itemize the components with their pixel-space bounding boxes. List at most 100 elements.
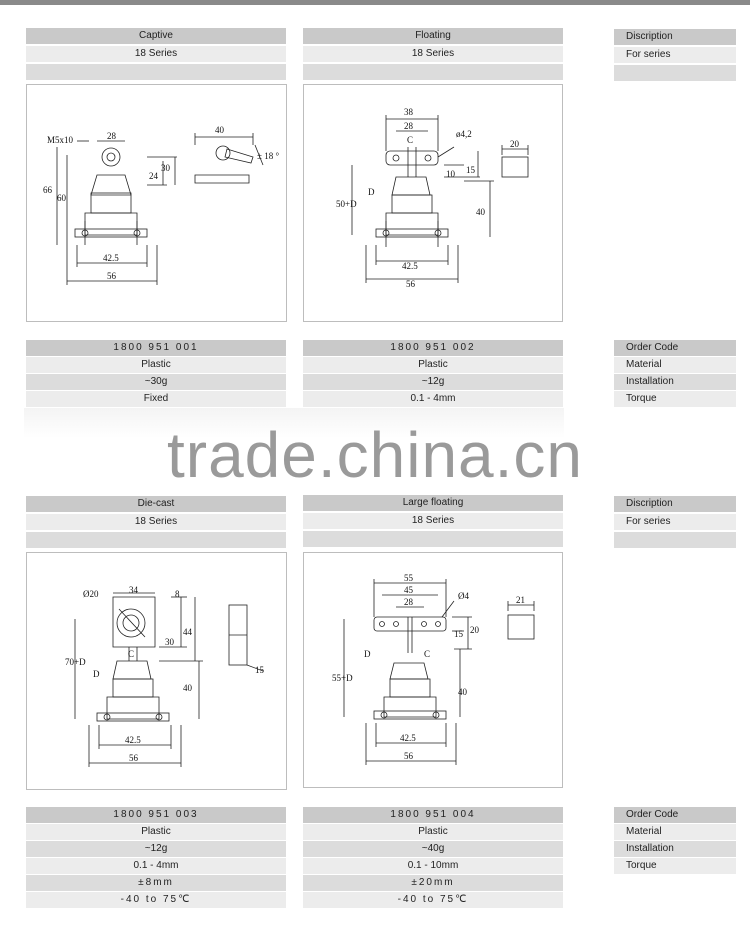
- desc-blank-bottom: [614, 532, 736, 548]
- header-captive-blank: [26, 64, 286, 80]
- label-order-code: Order Code: [614, 340, 736, 356]
- floating-28: 28: [404, 121, 414, 131]
- large-floating-drawing-svg: 55 45 28 Ø4 15 20 D C 55+D 40 42.5 56 21: [332, 573, 535, 765]
- spec-installation-4: ~40g: [303, 841, 563, 857]
- diecast-side15: 15: [255, 665, 265, 675]
- drawing-large-floating: 55 45 28 Ø4 15 20 D C 55+D 40 42.5 56 21: [303, 552, 563, 788]
- diecast-drawing-svg: Ø20 34 8 30 44 C 70+D D 40 42.5 56 15: [65, 585, 265, 767]
- label-torque: Torque: [614, 391, 736, 407]
- header-floating-blank: [303, 64, 563, 80]
- diecast-phi: Ø20: [83, 589, 99, 599]
- large-55D: 55+D: [332, 673, 353, 683]
- spec-order-code-3: 1800 951 003: [26, 807, 286, 823]
- spec-order-code-1: 1800 951 001: [26, 340, 286, 356]
- floating-side20: 20: [510, 139, 520, 149]
- header-large-blank: [303, 531, 563, 547]
- captive-42: 42.5: [103, 253, 119, 263]
- spec-material-3: Plastic: [26, 824, 286, 840]
- captive-60: 60: [57, 193, 67, 203]
- header-captive-title: Captive: [26, 28, 286, 44]
- floating-40: 40: [476, 207, 486, 217]
- large-phi: Ø4: [458, 591, 469, 601]
- label-installation-bottom: Installation: [614, 841, 736, 857]
- floating-56: 56: [406, 279, 416, 289]
- diecast-c: C: [128, 649, 134, 659]
- large-D: D: [364, 649, 371, 659]
- label-torque-bottom: Torque: [614, 858, 736, 874]
- spec-torque-4: 0.1 - 10mm: [303, 858, 563, 874]
- header-floating-title: Floating: [303, 28, 563, 44]
- fade-strip: [24, 408, 564, 438]
- captive-angle: ± 18 °: [257, 151, 279, 161]
- label-installation: Installation: [614, 374, 736, 390]
- floating-10: 10: [446, 169, 456, 179]
- floating-15: 15: [466, 165, 476, 175]
- spec-order-code-4: 1800 951 004: [303, 807, 563, 823]
- large-15: 15: [454, 629, 464, 639]
- label-material: Material: [614, 357, 736, 373]
- diecast-D: D: [93, 669, 100, 679]
- spec-material-1: Plastic: [26, 357, 286, 373]
- diecast-56: 56: [129, 753, 139, 763]
- spec-torque-1: Fixed: [26, 391, 286, 407]
- header-captive-series: 18 Series: [26, 46, 286, 62]
- captive-66: 66: [43, 185, 53, 195]
- diecast-70D: 70+D: [65, 657, 86, 667]
- large-56: 56: [404, 751, 414, 761]
- diecast-30: 30: [165, 637, 175, 647]
- diecast-42: 42.5: [125, 735, 141, 745]
- spec-extra2-3: -40 to 75℃: [26, 892, 286, 908]
- drawing-captive: M5x10 28 30 24 66 60 42.5 56 40 ± 18 °: [26, 84, 287, 322]
- floating-D: D: [368, 187, 375, 197]
- large-55: 55: [404, 573, 414, 583]
- header-diecast-blank: [26, 532, 286, 548]
- spec-installation-1: ~30g: [26, 374, 286, 390]
- label-order-code-bottom: Order Code: [614, 807, 736, 823]
- diecast-8: 8: [175, 589, 180, 599]
- large-45: 45: [404, 585, 414, 595]
- header-diecast-title: Die-cast: [26, 496, 286, 512]
- spec-extra1-4: ±20mm: [303, 875, 563, 891]
- spec-extra2-4: -40 to 75℃: [303, 892, 563, 908]
- large-side21: 21: [516, 595, 525, 605]
- floating-42: 42.5: [402, 261, 418, 271]
- captive-30: 30: [161, 163, 171, 173]
- header-large-series: 18 Series: [303, 513, 563, 529]
- diecast-44: 44: [183, 627, 193, 637]
- captive-28: 28: [107, 131, 117, 141]
- label-material-bottom: Material: [614, 824, 736, 840]
- spec-torque-3: 0.1 - 4mm: [26, 858, 286, 874]
- diecast-40: 40: [183, 683, 193, 693]
- desc-blank: [614, 65, 736, 81]
- large-40: 40: [458, 687, 468, 697]
- desc-label-bottom: Discription: [614, 496, 736, 512]
- captive-56: 56: [107, 271, 117, 281]
- top-bar: [0, 0, 750, 5]
- floating-c: C: [407, 135, 413, 145]
- large-42: 42.5: [400, 733, 416, 743]
- header-floating-series: 18 Series: [303, 46, 563, 62]
- drawing-floating: 38 28 ø4,2 C 10 15 D 50+D 40 42.5 56 20: [303, 84, 563, 322]
- large-20: 20: [470, 625, 480, 635]
- for-series-label: For series: [614, 47, 736, 63]
- spec-torque-2: 0.1 - 4mm: [303, 391, 563, 407]
- spec-installation-3: ~12g: [26, 841, 286, 857]
- desc-label: Discription: [614, 29, 736, 45]
- header-large-title: Large floating: [303, 495, 563, 511]
- spec-material-2: Plastic: [303, 357, 563, 373]
- spec-extra1-3: ±8mm: [26, 875, 286, 891]
- floating-50D: 50+D: [336, 199, 357, 209]
- drawing-diecast: Ø20 34 8 30 44 C 70+D D 40 42.5 56 15: [26, 552, 287, 790]
- floating-38: 38: [404, 107, 414, 117]
- floating-phi: ø4,2: [456, 129, 472, 139]
- captive-drawing-svg: M5x10 28 30 24 66 60 42.5 56 40 ± 18 °: [43, 125, 279, 285]
- diecast-34: 34: [129, 585, 139, 595]
- spec-material-4: Plastic: [303, 824, 563, 840]
- header-diecast-series: 18 Series: [26, 514, 286, 530]
- captive-side40: 40: [215, 125, 225, 135]
- captive-24: 24: [149, 171, 159, 181]
- captive-m5: M5x10: [47, 135, 74, 145]
- for-series-label-bottom: For series: [614, 514, 736, 530]
- large-28: 28: [404, 597, 414, 607]
- floating-drawing-svg: 38 28 ø4,2 C 10 15 D 50+D 40 42.5 56 20: [336, 107, 529, 289]
